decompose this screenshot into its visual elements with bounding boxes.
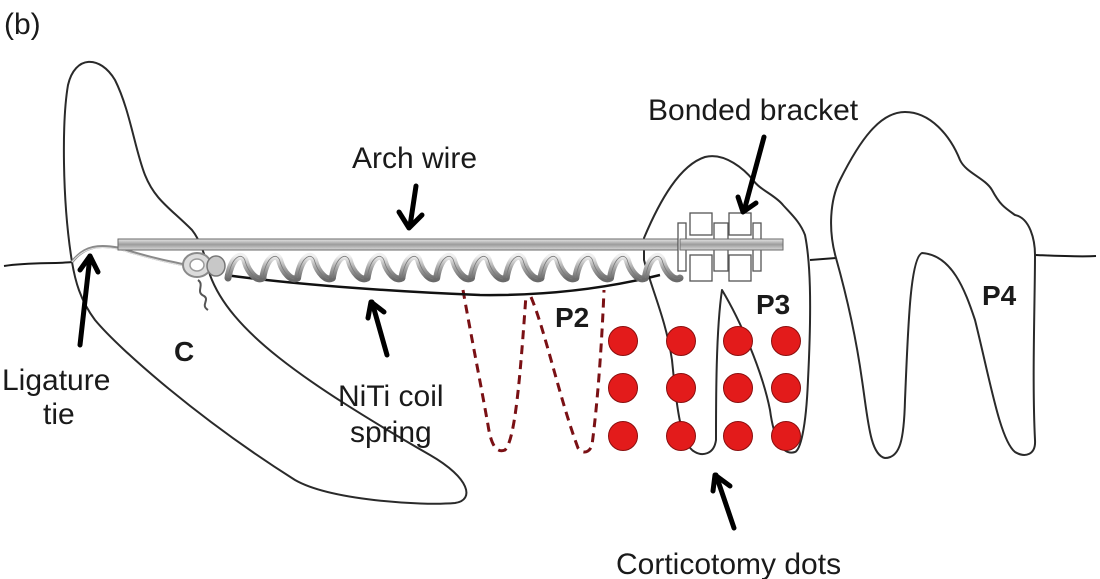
- coil-loop-edge: [401, 255, 437, 280]
- tooth-label-canine: C: [174, 336, 194, 367]
- coil-loop-edge: [575, 255, 611, 280]
- canine-tooth-outline: [62, 60, 468, 505]
- corticotomy-dot: [771, 373, 801, 403]
- corticotomy-dot: [666, 373, 696, 403]
- coil-loop-edge: [331, 255, 368, 280]
- corticotomy-dot: [723, 373, 753, 403]
- coil-loop-edge: [610, 255, 646, 280]
- coil-loop-edge: [366, 255, 403, 280]
- tooth-label-p2: P2: [555, 302, 589, 333]
- tooth-label-p3: P3: [756, 289, 790, 320]
- niti-coil-spring: [224, 252, 684, 283]
- corticotomy-dots-label: Corticotomy dots: [616, 548, 841, 579]
- corticotomy-dot: [608, 421, 638, 451]
- corticotomy-dots-arrow: [710, 472, 737, 531]
- arch-wire-over-bracket: [679, 238, 784, 251]
- lower-wire: [224, 273, 661, 297]
- coil-loop: [537, 252, 580, 283]
- gum-line-p3-p4: [809, 257, 837, 261]
- bonded-bracket-label: Bonded bracket: [648, 94, 859, 127]
- coil-loop: [606, 252, 649, 283]
- coil-loop: [294, 252, 336, 283]
- coil-loop: [572, 252, 614, 283]
- coil-loop-edge: [436, 255, 472, 280]
- coil-loop-edge: [297, 255, 333, 280]
- coil-loop: [328, 252, 371, 283]
- niti-coil-spring-label-line2: spring: [350, 416, 432, 449]
- ligature-eyelet: [182, 252, 226, 311]
- p2-root-mesial-outline: [461, 289, 528, 453]
- corticotomy-dot: [608, 373, 638, 403]
- coil-loop: [259, 252, 302, 283]
- panel-label: (b): [4, 8, 41, 41]
- gum-line-left: [3, 261, 73, 267]
- coil-loop-edge: [227, 255, 263, 280]
- p4-tooth-outline: [830, 111, 1037, 459]
- corticotomy-dot: [771, 326, 801, 356]
- niti-coil-spring-label-line1: NiTi coil: [338, 380, 444, 413]
- coil-loop-edge: [505, 255, 542, 280]
- ligature-tie-label-line1: Ligature: [2, 364, 110, 397]
- arch-wire-label: Arch wire: [352, 142, 477, 175]
- corticotomy-dot: [771, 421, 801, 451]
- coil-loop: [641, 252, 684, 283]
- tooth-label-p4: P4: [982, 280, 1017, 311]
- bonded-bracket-arrow: [735, 134, 767, 215]
- coil-loop-edge: [540, 255, 576, 280]
- coil-loop: [398, 252, 441, 283]
- arch-wire-arrow: [396, 183, 425, 231]
- corticotomy-dot: [723, 326, 753, 356]
- niti-coil-spring-arrow: [365, 299, 390, 358]
- coil-loop: [467, 252, 510, 283]
- corticotomy-dot: [723, 421, 753, 451]
- coil-loop-edge: [470, 255, 507, 280]
- gum-line-right: [1034, 254, 1097, 258]
- coil-loop-edge: [262, 255, 298, 280]
- corticotomy-dot: [608, 326, 638, 356]
- ligature-tie-label-line2: tie: [43, 398, 75, 431]
- coil-loop: [363, 252, 406, 283]
- coil-loop-edge: [644, 255, 681, 280]
- corticotomy-dot: [666, 326, 696, 356]
- coil-loop: [433, 252, 475, 283]
- p2-root-distal-outline: [529, 289, 606, 454]
- ligature-tie-arrow: [77, 253, 101, 348]
- corticotomy-dot: [666, 421, 696, 451]
- coil-loop: [502, 252, 545, 283]
- corticotomy-dot-grid: [608, 326, 801, 451]
